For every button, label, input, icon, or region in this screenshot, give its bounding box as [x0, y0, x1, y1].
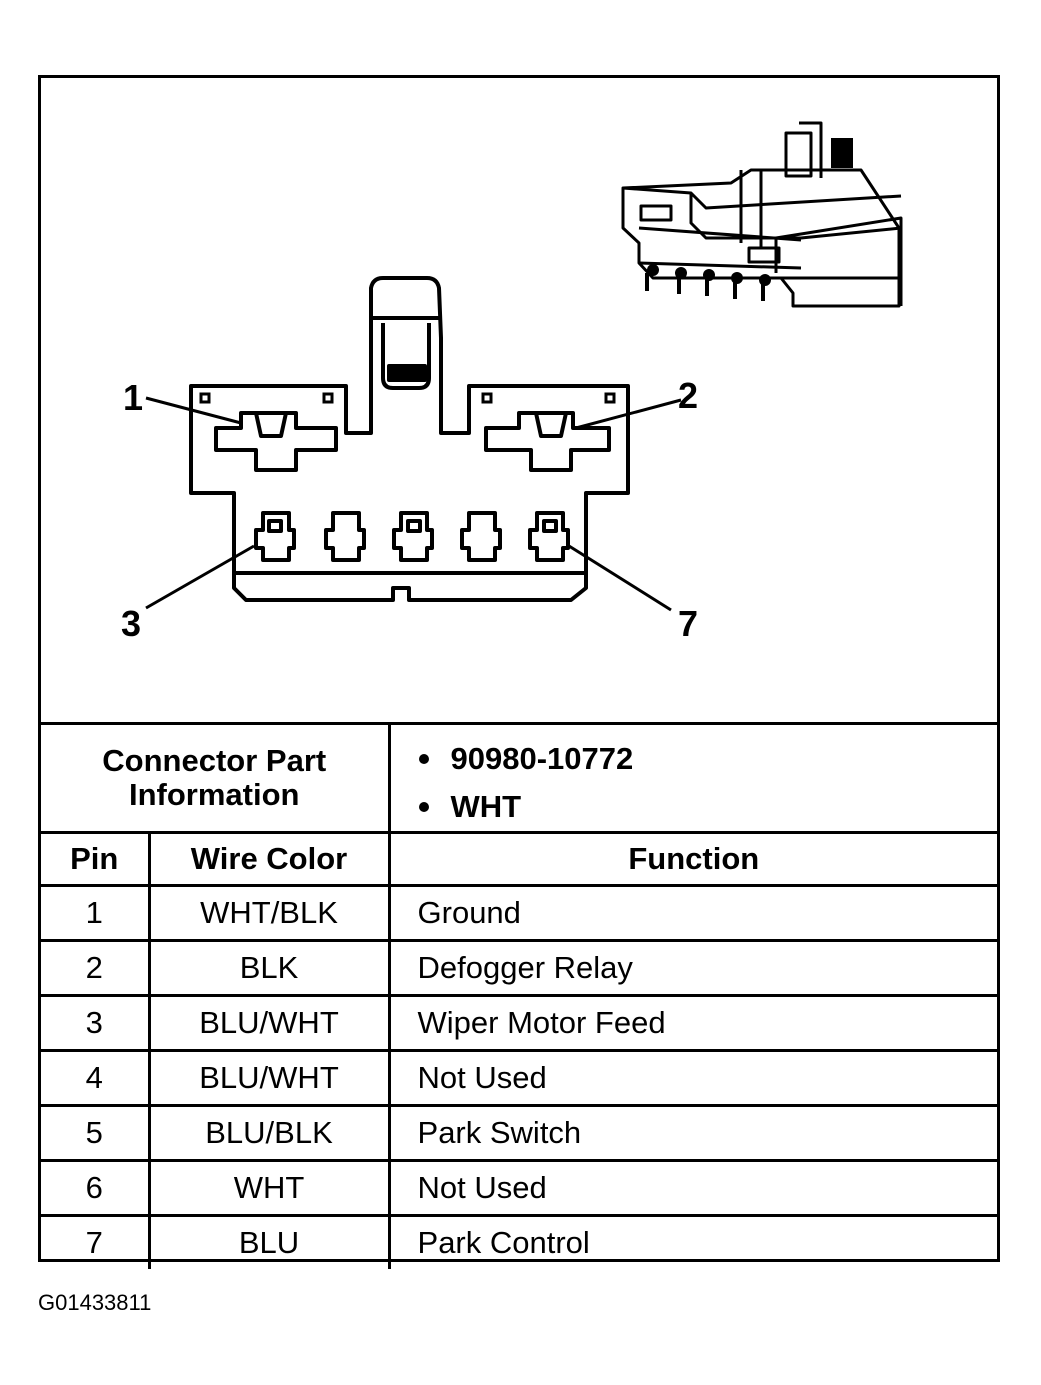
- table-row: 6 WHT Not Used: [41, 1159, 998, 1217]
- cell-pin: 1: [41, 884, 151, 942]
- connector-info-label-line2: Information: [129, 777, 300, 812]
- table-header: Pin Wire Color Function: [41, 831, 998, 887]
- cell-wire-color: WHT/BLK: [147, 884, 391, 942]
- cell-pin: 3: [41, 994, 151, 1052]
- cell-function: Park Control: [387, 1214, 998, 1269]
- pin-label-7: 7: [678, 603, 698, 644]
- connector-isometric: [621, 121, 903, 308]
- pin-label-1: 1: [123, 377, 143, 418]
- cell-function: Ground: [387, 884, 998, 942]
- iso-pins: [645, 138, 853, 301]
- diagram-frame: 1 2 3 7: [38, 75, 1000, 1269]
- table-row: 1 WHT/BLK Ground: [41, 884, 998, 942]
- connector-face: [189, 276, 630, 602]
- cell-function: Defogger Relay: [387, 939, 998, 997]
- cell-pin: 4: [41, 1049, 151, 1107]
- leader-lines: [145, 396, 682, 612]
- pin-label-3: 3: [121, 603, 141, 644]
- pin-label-2: 2: [678, 375, 698, 416]
- connector-info-label-line1: Connector Part: [102, 742, 327, 778]
- cell-function: Wiper Motor Feed: [387, 994, 998, 1052]
- part-number: 90980-10772: [418, 735, 998, 783]
- table-row: 7 BLU Park Control: [41, 1214, 998, 1269]
- bullet-icon: [418, 754, 429, 764]
- table-row: 4 BLU/WHT Not Used: [41, 1049, 998, 1107]
- cell-wire-color: BLU/WHT: [147, 994, 391, 1052]
- mounting-holes: [199, 392, 616, 404]
- small-terminals: [254, 511, 570, 562]
- cell-wire-color: BLU/BLK: [147, 1104, 391, 1162]
- cell-function: Not Used: [387, 1159, 998, 1217]
- cell-function: Not Used: [387, 1049, 998, 1107]
- connector-diagram: 1 2 3 7: [41, 78, 997, 722]
- bullet-icon: [418, 802, 429, 812]
- pinout-table: Connector Part Information 90980-10772 W…: [41, 722, 998, 1269]
- cell-wire-color: WHT: [147, 1159, 391, 1217]
- connector-drawing: 1 2 3 7: [121, 121, 903, 644]
- cell-pin: 7: [41, 1214, 151, 1269]
- table-row: 5 BLU/BLK Park Switch: [41, 1104, 998, 1162]
- header-wire-color: Wire Color: [147, 831, 391, 887]
- cell-wire-color: BLU: [147, 1214, 391, 1269]
- cell-pin: 2: [41, 939, 151, 997]
- connector-info-values: 90980-10772 WHT: [387, 722, 998, 834]
- table-row: 2 BLK Defogger Relay: [41, 939, 998, 997]
- table-row: 3 BLU/WHT Wiper Motor Feed: [41, 994, 998, 1052]
- connector-info-label: Connector Part Information: [41, 722, 391, 834]
- cell-pin: 6: [41, 1159, 151, 1217]
- cell-wire-color: BLU/WHT: [147, 1049, 391, 1107]
- cell-function: Park Switch: [387, 1104, 998, 1162]
- header-function: Function: [387, 831, 998, 887]
- cell-pin: 5: [41, 1104, 151, 1162]
- large-terminals: [214, 411, 611, 472]
- connector-color: WHT: [418, 783, 998, 831]
- header-pin: Pin: [41, 831, 151, 887]
- cell-wire-color: BLK: [147, 939, 391, 997]
- connector-info-row: Connector Part Information 90980-10772 W…: [41, 722, 998, 834]
- figure-code: G01433811: [38, 1290, 152, 1315]
